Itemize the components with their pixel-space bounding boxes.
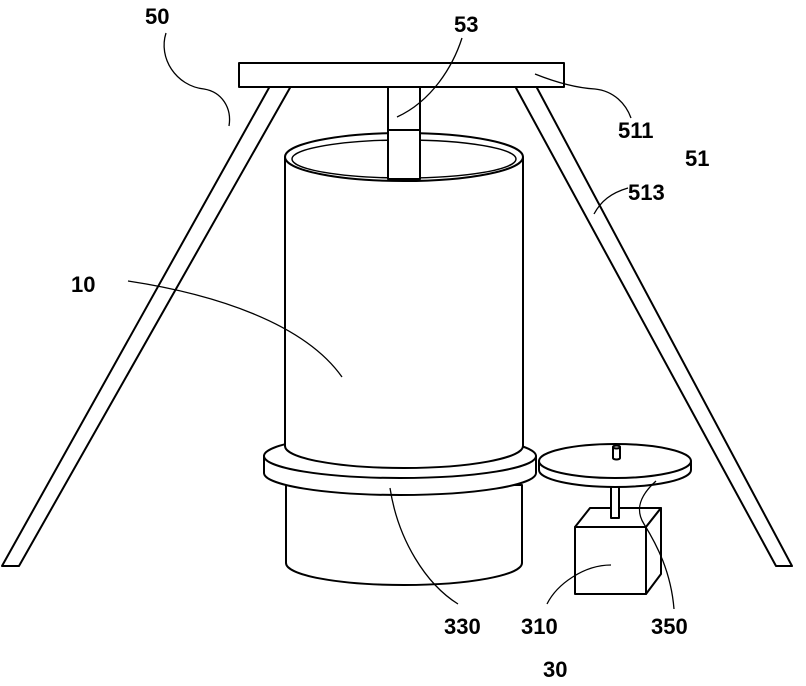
- leader-513: [593, 187, 629, 215]
- label-53: 53: [454, 12, 478, 37]
- label-511: 511: [618, 118, 654, 143]
- label-330: 330: [444, 614, 481, 639]
- rod-inside-opening: [387, 129, 421, 180]
- right-leg: [514, 85, 793, 567]
- left-leg: [1, 85, 292, 567]
- motor-front-face: [574, 526, 647, 595]
- label-30: 30: [543, 657, 567, 682]
- leader-330: [389, 487, 459, 605]
- pulley-shaft: [610, 485, 620, 519]
- main-cylinder-body: [284, 156, 524, 469]
- lower-cylinder: [285, 484, 523, 586]
- leader-10: [127, 280, 343, 378]
- label-50: 50: [145, 4, 169, 29]
- label-51: 51: [685, 146, 709, 171]
- top-plate: [238, 62, 565, 88]
- leader-310: [546, 564, 612, 605]
- pulley-hub-top: [612, 444, 621, 450]
- leader-53: [396, 37, 463, 118]
- label-310: 310: [521, 614, 558, 639]
- label-513: 513: [628, 180, 665, 205]
- leader-511: [534, 73, 632, 119]
- leader-350: [638, 480, 675, 610]
- label-350: 350: [651, 614, 688, 639]
- leader-50: [163, 32, 231, 127]
- pulley-top: [538, 443, 692, 479]
- pulley-hub: [612, 446, 621, 461]
- label-10: 10: [71, 272, 95, 297]
